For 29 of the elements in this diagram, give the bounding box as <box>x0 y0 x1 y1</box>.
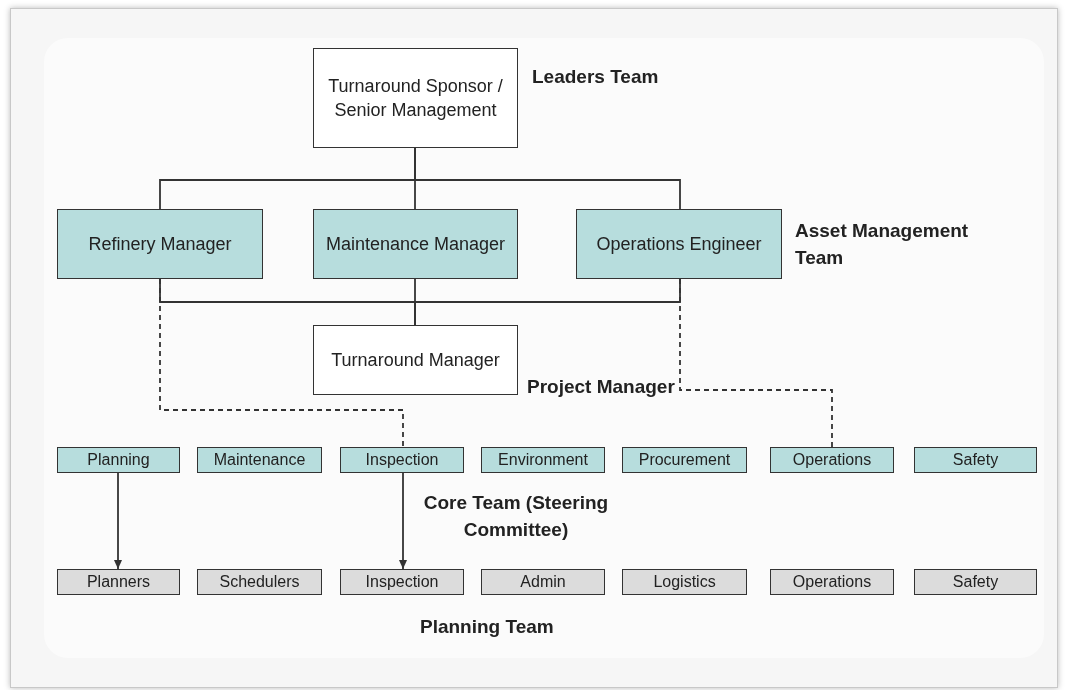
team-label: Leaders Team <box>532 65 660 89</box>
team-box: Planners <box>57 569 180 595</box>
team-box: Procurement <box>622 447 747 473</box>
team-box: Operations <box>770 447 894 473</box>
team-label: Planning Team <box>420 615 555 639</box>
team-box: Operations <box>770 569 894 595</box>
team-box: Inspection <box>340 447 464 473</box>
team-box: Planning <box>57 447 180 473</box>
team-box: Inspection <box>340 569 464 595</box>
connector-line <box>414 147 681 210</box>
arrow <box>399 472 407 570</box>
arrow <box>114 472 122 570</box>
team-box: Maintenance <box>197 447 322 473</box>
dashed-connector <box>159 278 404 448</box>
role-box: Maintenance Manager <box>313 209 518 279</box>
team-box: Environment <box>481 447 605 473</box>
team-box: Logistics <box>622 569 747 595</box>
team-box: Admin <box>481 569 605 595</box>
team-label: Asset Management Team <box>795 219 970 270</box>
team-box: Schedulers <box>197 569 322 595</box>
team-label: Project Manager <box>527 375 676 399</box>
role-box: Turnaround Manager <box>313 325 518 395</box>
role-box: Refinery Manager <box>57 209 263 279</box>
role-box: Operations Engineer <box>576 209 782 279</box>
team-box: Safety <box>914 569 1037 595</box>
team-box: Safety <box>914 447 1037 473</box>
team-label: Core Team (Steering Committee) <box>422 491 610 542</box>
dashed-connector <box>679 278 833 448</box>
role-box: Turnaround Sponsor / Senior Management <box>313 48 518 148</box>
